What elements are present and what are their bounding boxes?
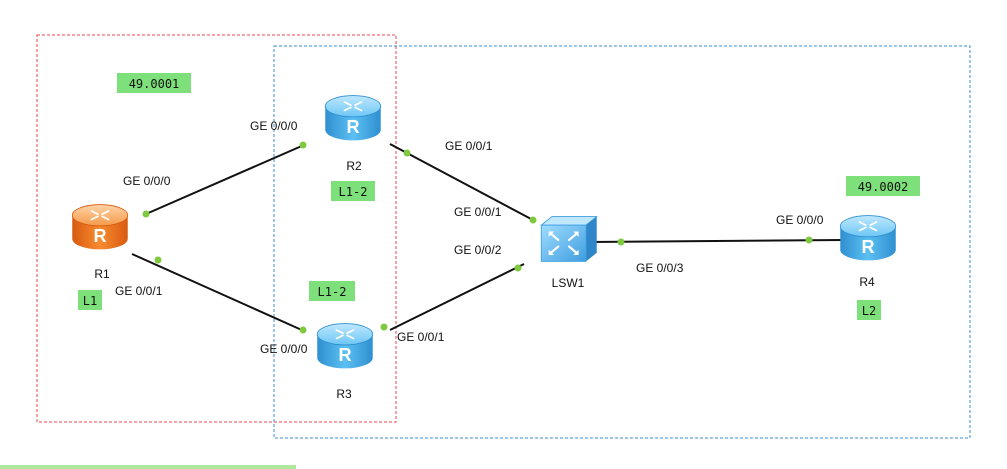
device-name-r4: R4 [859, 275, 875, 289]
port-dot [617, 238, 625, 246]
router-r1-icon[interactable] [71, 203, 129, 251]
port-dot [380, 323, 388, 331]
router-r4-icon[interactable] [839, 214, 897, 262]
port-dot [299, 326, 307, 334]
level-label-r3: L1-2 [318, 285, 347, 299]
level-label-r1: L1 [83, 294, 97, 308]
port-label-r1-g0: GE 0/0/0 [123, 174, 171, 188]
port-label-r2-g0: GE 0/0/0 [250, 119, 298, 133]
area-id-label-area2: 49.0002 [858, 180, 909, 194]
port-label-lsw1-g3: GE 0/0/3 [636, 261, 684, 275]
switch-lsw1-icon[interactable] [540, 215, 598, 263]
bottom-edge-bar [0, 465, 296, 469]
port-dot [403, 149, 411, 157]
level-badge-bg [857, 300, 881, 320]
level-label-r2: L1-2 [339, 185, 368, 199]
level-badge-bg [78, 290, 102, 310]
device-name-r2: R2 [346, 159, 362, 173]
port-label-r4-g0: GE 0/0/0 [776, 213, 824, 227]
router-r2-icon[interactable] [324, 94, 382, 142]
port-label-r3-g0: GE 0/0/0 [260, 342, 308, 356]
area-id-badge-bg [117, 73, 191, 93]
link-lsw1-r4 [589, 239, 843, 243]
port-dot [529, 216, 537, 224]
port-label-r3-g1: GE 0/0/1 [397, 330, 445, 344]
port-dot [299, 141, 307, 149]
area-id-badge-bg [846, 176, 920, 196]
port-label-r1-g1: GE 0/0/1 [115, 284, 163, 298]
device-name-lsw1: LSW1 [552, 276, 585, 290]
port-dot [805, 236, 813, 244]
router-r3-icon[interactable] [316, 322, 374, 370]
area1-boundary [36, 34, 397, 423]
port-label-lsw1-g1: GE 0/0/1 [454, 205, 502, 219]
port-label-r2-g1: GE 0/0/1 [445, 139, 493, 153]
link-r2-lsw1 [389, 143, 534, 221]
port-dot [154, 256, 162, 264]
level-badge-bg [331, 181, 375, 201]
port-dot [142, 210, 150, 218]
link-r3-lsw1 [389, 263, 525, 331]
level-badge-bg [309, 281, 355, 301]
port-dot [514, 264, 522, 272]
device-name-r3: R3 [336, 387, 352, 401]
link-r1-r3 [131, 253, 305, 332]
area-id-label-area1: 49.0001 [129, 77, 180, 91]
link-r1-r2 [145, 144, 305, 215]
level-label-r4: L2 [862, 304, 876, 318]
area2-boundary [273, 45, 971, 439]
device-name-r1: R1 [94, 267, 110, 281]
port-label-lsw1-g2: GE 0/0/2 [454, 243, 502, 257]
